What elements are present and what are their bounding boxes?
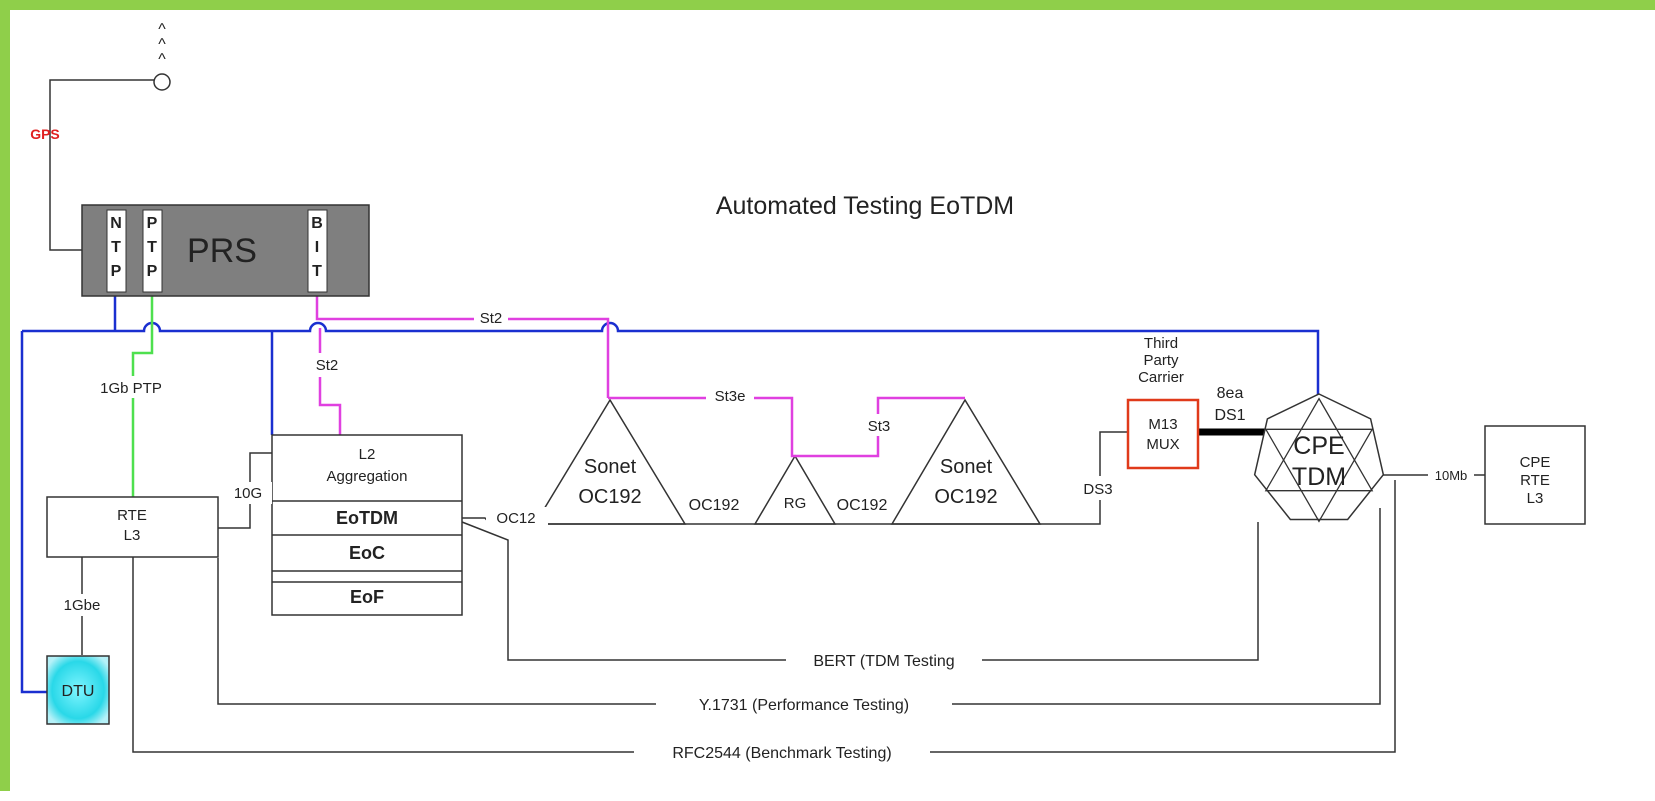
oc192-a-label: OC192 bbox=[689, 497, 740, 514]
prs-port-ptp bbox=[142, 209, 163, 293]
sonet-ring-shapes bbox=[533, 398, 1042, 525]
gps-antenna-icon bbox=[153, 73, 171, 91]
ntp-to-dtu bbox=[20, 331, 50, 694]
prs-port-bit bbox=[307, 209, 328, 293]
prs-label: PRS bbox=[187, 232, 257, 270]
ptp-link bbox=[131, 296, 154, 497]
cpe-tdm-star-a bbox=[1264, 397, 1374, 492]
dtu-label: DTU bbox=[62, 683, 95, 700]
l2-row-eof: EoF bbox=[350, 587, 384, 607]
l2-row-eotdm: EoTDM bbox=[336, 508, 398, 528]
oc12-label: OC12 bbox=[496, 510, 535, 527]
rfc2544-label: RFC2544 (Benchmark Testing) bbox=[672, 745, 891, 762]
link-1gbe-label: 1Gbe bbox=[64, 597, 101, 614]
link-oc12 bbox=[462, 517, 1040, 525]
bits-to-l2 bbox=[318, 328, 342, 435]
ds3-label: DS3 bbox=[1083, 481, 1112, 498]
bert-path bbox=[461, 521, 1259, 661]
clock-links bbox=[20, 296, 1320, 694]
cpe-rte-l3-box bbox=[1484, 425, 1586, 525]
st2-top-label: St2 bbox=[480, 310, 503, 327]
y1731-label: Y.1731 (Performance Testing) bbox=[699, 697, 909, 714]
cpe-tdm-heptagon bbox=[1253, 393, 1385, 521]
bits-chain bbox=[608, 396, 965, 458]
rg-triangle bbox=[753, 454, 837, 525]
rte-l3-box bbox=[46, 496, 219, 558]
st2-down-label: St2 bbox=[316, 357, 339, 374]
sonet-a-triangle bbox=[533, 398, 687, 525]
prs-port-ntp bbox=[106, 209, 127, 293]
m13-mux-box bbox=[1126, 398, 1200, 470]
black-connectors bbox=[49, 79, 1485, 753]
diagram-title: Automated Testing EoTDM bbox=[716, 192, 1014, 220]
gps-label: GPS bbox=[30, 126, 60, 142]
rg-label: RG bbox=[784, 495, 807, 512]
oc192-b-label: OC192 bbox=[837, 497, 888, 514]
bert-label: BERT (TDM Testing bbox=[813, 653, 954, 670]
gps-antenna-glyph: ^^^ bbox=[158, 21, 166, 68]
cpe-tdm-star-b bbox=[1264, 428, 1374, 523]
st3-label: St3 bbox=[868, 418, 891, 435]
ptp-1gb-label: 1Gb PTP bbox=[100, 380, 162, 397]
dtu-box bbox=[46, 655, 110, 725]
l2-aggregation-box bbox=[271, 434, 463, 616]
cpe-tdm-shape bbox=[1253, 393, 1385, 521]
gps-link bbox=[49, 79, 170, 251]
st3e-label: St3e bbox=[715, 388, 746, 405]
sonet-b-triangle bbox=[890, 398, 1042, 525]
l2-row-eoc: EoC bbox=[349, 543, 385, 563]
link-10mb-label: 10Mb bbox=[1435, 468, 1468, 483]
bits-to-sonet-a bbox=[315, 296, 610, 398]
ntp-bus bbox=[22, 321, 1320, 400]
link-10g-label: 10G bbox=[234, 485, 262, 502]
